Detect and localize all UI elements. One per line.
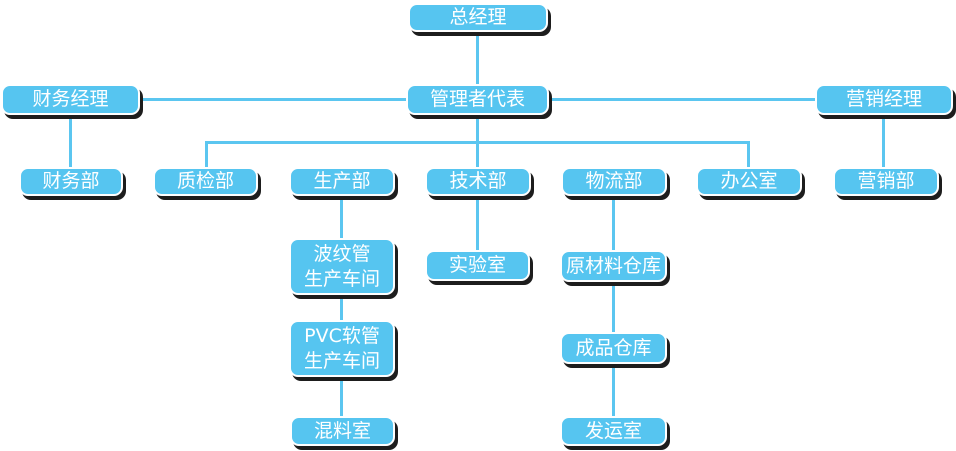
node-marketing-dept[interactable]: 营销部 xyxy=(833,167,939,196)
connector-general-manager-to-representative xyxy=(476,31,479,85)
connector-representative-to-marketing-manager xyxy=(548,98,816,101)
connector-pvc-workshop-to-mixing-room xyxy=(340,376,343,417)
node-laboratory[interactable]: 实验室 xyxy=(425,250,530,281)
connector-production-to-corrugated-workshop xyxy=(340,195,343,239)
node-logistics-dept[interactable]: 物流部 xyxy=(561,167,667,196)
connector-raw-material-to-finished-goods xyxy=(612,281,615,333)
node-pvc-hose-workshop[interactable]: PVC软管 生产车间 xyxy=(289,320,395,377)
connector-finance-manager-to-finance-dept xyxy=(69,114,72,168)
connector-finished-goods-to-shipping-room xyxy=(612,363,615,417)
connector-distribution-line xyxy=(205,141,750,144)
node-general-manager[interactable]: 总经理 xyxy=(408,3,548,32)
node-corrugated-pipe-workshop[interactable]: 波纹管 生产车间 xyxy=(289,238,395,295)
node-management-representative[interactable]: 管理者代表 xyxy=(406,84,549,115)
node-quality-dept[interactable]: 质检部 xyxy=(153,167,258,196)
connector-logistics-to-raw-material-warehouse xyxy=(612,195,615,251)
node-office[interactable]: 办公室 xyxy=(696,167,802,196)
node-technical-dept[interactable]: 技术部 xyxy=(425,167,531,196)
node-mixing-room[interactable]: 混料室 xyxy=(290,416,395,446)
node-marketing-manager[interactable]: 营销经理 xyxy=(815,84,953,115)
connector-corrugated-to-pvc-workshop xyxy=(340,294,343,321)
connector-distribution-to-quality-dept xyxy=(205,142,208,168)
node-shipping-room[interactable]: 发运室 xyxy=(560,416,667,446)
connector-distribution-to-office xyxy=(747,142,750,168)
connector-finance-manager-to-representative xyxy=(140,98,407,101)
connector-marketing-manager-to-marketing-dept xyxy=(882,114,885,168)
node-finance-manager[interactable]: 财务经理 xyxy=(1,84,140,115)
node-finance-dept[interactable]: 财务部 xyxy=(19,167,123,196)
node-raw-material-warehouse[interactable]: 原材料仓库 xyxy=(560,250,667,282)
connector-technical-dept-to-laboratory xyxy=(476,195,479,251)
node-production-dept[interactable]: 生产部 xyxy=(289,167,395,196)
node-finished-goods-warehouse[interactable]: 成品仓库 xyxy=(560,332,667,364)
